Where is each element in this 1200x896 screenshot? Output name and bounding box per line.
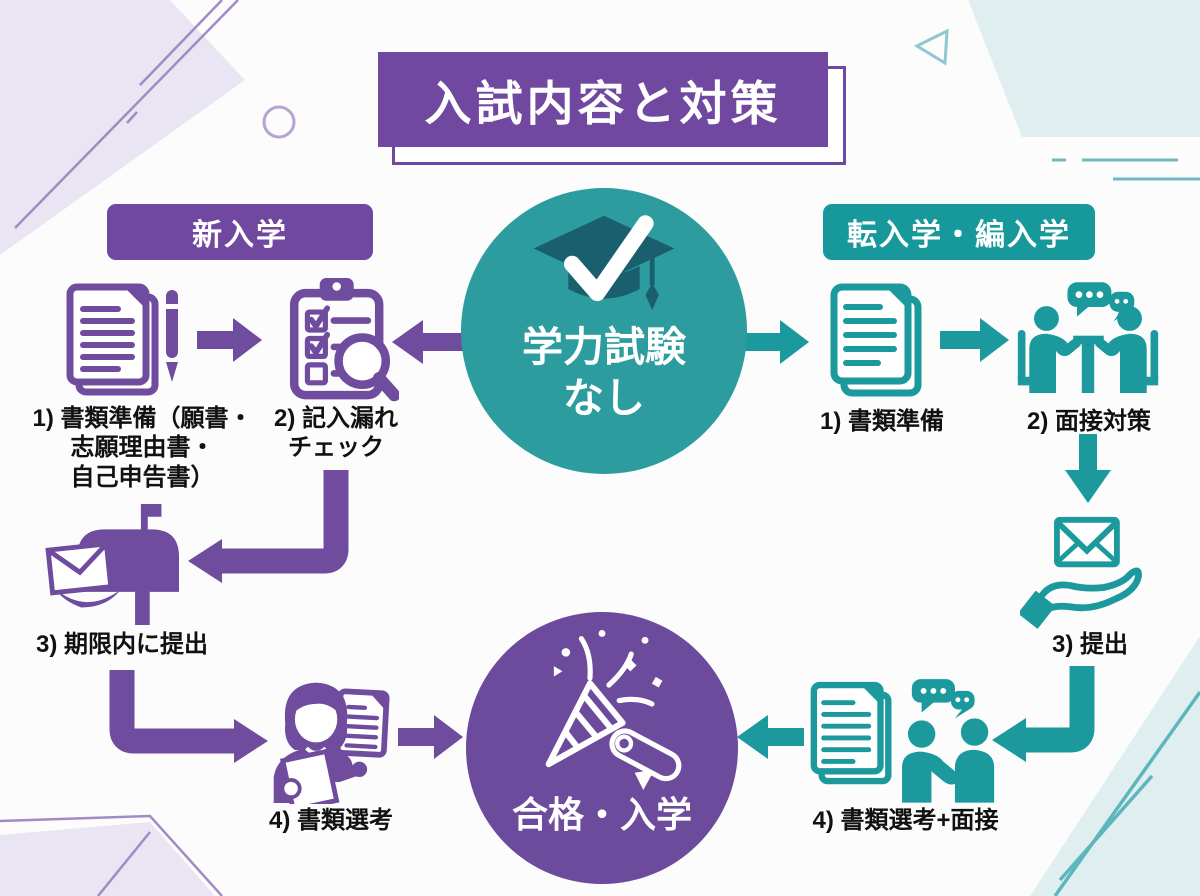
documents-interview-icon [806, 668, 1002, 804]
documents-pen-icon [62, 282, 197, 400]
elbow-arrow-left-step2-to-step3 [188, 470, 349, 583]
elbow-arrow-right-step3-to-step4 [992, 666, 1095, 762]
page-title: 入試内容と対策 [424, 77, 782, 130]
label-right-step2: 2) 面接対策 [1026, 408, 1151, 435]
label-left-step4: 4) 書類選考 [268, 807, 393, 834]
label-right-step1: 1) 書類準備 [819, 408, 944, 435]
center-node-no-exam: 学力試験 なし [461, 188, 747, 474]
decor-bottom-right [1030, 636, 1200, 896]
decor-top-left [0, 0, 296, 255]
checklist-magnifier-icon [281, 272, 399, 404]
center-node-text-line2: なし [563, 375, 645, 422]
section-header-new-enrollment: 新入学 [107, 204, 373, 260]
arrow-center-to-right-step1 [742, 320, 809, 364]
mailbox-icon [42, 504, 194, 626]
hand-envelope-icon [1020, 514, 1150, 632]
goal-node-pass-admission: 合格・入学 [466, 612, 738, 884]
arrow-right-step4-to-goal [737, 715, 804, 759]
title-banner: 入試内容と対策 [378, 52, 828, 147]
section-header-new-enrollment-label: 新入学 [192, 219, 288, 252]
arrow-left-step4-to-goal [398, 715, 463, 759]
center-node-text-line1: 学力試験 [522, 324, 686, 370]
elbow-arrow-left-step3-to-step4 [109, 670, 268, 763]
party-popper-diploma-icon [545, 630, 682, 790]
section-header-transfer-enrollment: 転入学・編入学 [823, 204, 1095, 260]
label-left-step1: 1) 書類準備（願書・ 志願理由書・ 自己申告書） [32, 405, 253, 491]
label-left-step3: 3) 期限内に提出 [36, 631, 209, 658]
section-header-transfer-enrollment-label: 転入学・編入学 [847, 219, 1071, 252]
arrow-right-step2-to-step3 [1065, 434, 1111, 503]
document-reviewer-icon [266, 672, 396, 804]
label-left-step2: 2) 記入漏れ チェック [273, 405, 398, 462]
graduation-cap-check-icon [533, 215, 675, 311]
goal-node-text: 合格・入学 [511, 794, 692, 835]
interview-icon [1014, 280, 1162, 400]
decor-top-right [913, 0, 1200, 181]
decor-bottom-left [0, 814, 223, 896]
label-right-step3: 3) 提出 [1051, 631, 1128, 658]
arrow-center-to-left-step2 [392, 320, 463, 364]
documents-icon [826, 283, 938, 399]
arrow-left-step1-to-step2 [197, 318, 262, 362]
arrow-right-step1-to-step2 [940, 318, 1009, 362]
label-right-step4: 4) 書類選考+面接 [812, 807, 999, 834]
